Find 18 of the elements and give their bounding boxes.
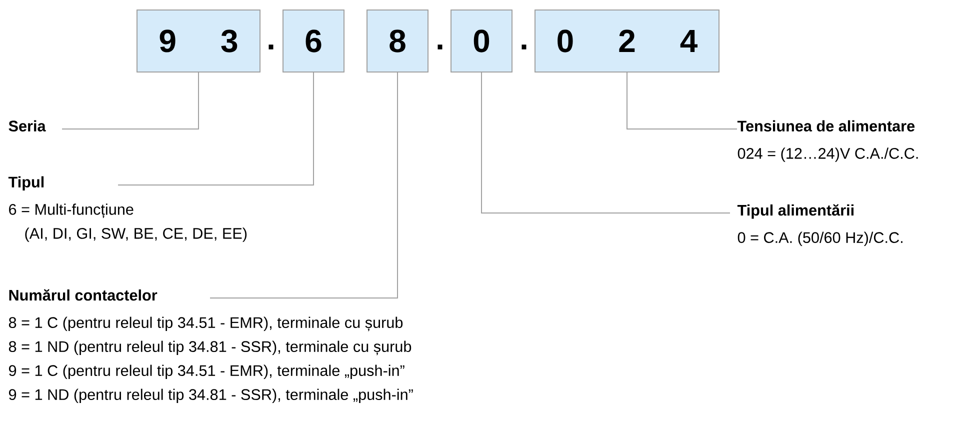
leader-line [210, 72, 398, 298]
code-box: 0 2 4 [534, 10, 720, 72]
leader-line [481, 72, 730, 214]
description-text: Tipul alimentării 0 = C.A. (50/60 Hz)/C.C. [737, 204, 902, 246]
description-text: Seria [8, 120, 46, 132]
leader-line [118, 72, 314, 186]
separator-dot: . [268, 44, 274, 50]
code-box: 0 [450, 10, 512, 72]
leader-line [62, 72, 199, 130]
leader-line [626, 72, 738, 130]
description-text: Numărul contactelor 8 = 1 C (pentru releul tip 34.51 - EMR), terminale cu șurub 8 = 1 ND (pentru releul tip 34.81 - SSR), terminale cu șurub 9 = 1 C (pentru releul tip 34.51 - EMR), terminale „push-in” 9 = 1 ND (pentru releul tip 34.81 - SSR), terminale „push-in” [8, 289, 413, 404]
code-box: 9 3 [136, 10, 260, 72]
code-box: 8 [366, 10, 428, 72]
code-box: 6 [282, 10, 344, 72]
description-text: Tensiunea de alimentare 024 = (12…24)V C.A./C.C. [737, 120, 918, 162]
separator-dot: . [522, 44, 526, 50]
description-text: Tipul 6 = Multi-funcțiune (AI, DI, GI, SW, BE, CE, DE, EE) [8, 176, 247, 242]
separator-dot: . [438, 44, 442, 50]
